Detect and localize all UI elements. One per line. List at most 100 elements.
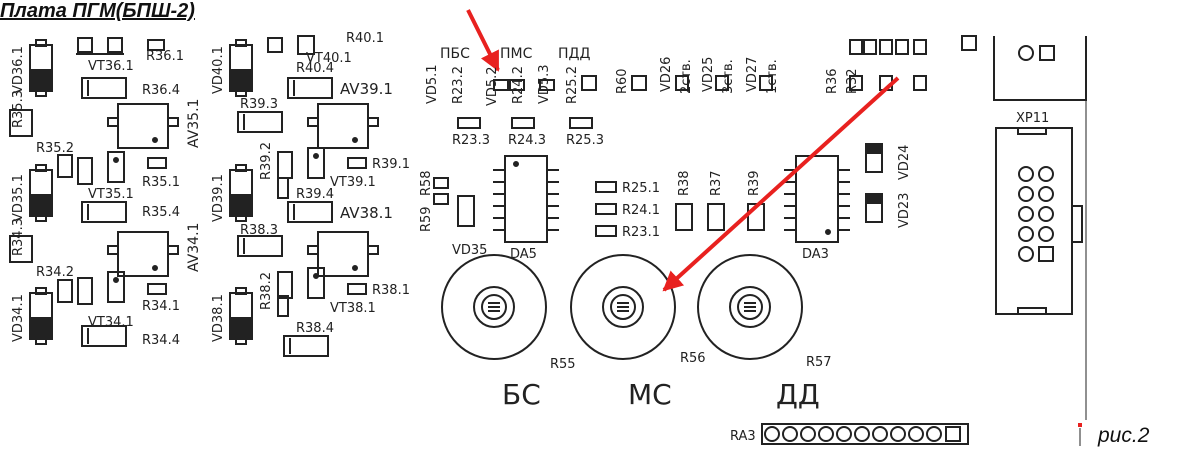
label-vd26: VD26 bbox=[659, 57, 674, 92]
av-block-39-1 bbox=[307, 103, 379, 149]
label-r38-1: R38.1 bbox=[372, 283, 410, 298]
center-parts bbox=[433, 143, 883, 237]
label-r38: R38 bbox=[677, 170, 692, 196]
label-r24-2: R24.2 bbox=[511, 66, 526, 104]
label-r35-2: R35.2 bbox=[36, 141, 74, 156]
ic-da3 bbox=[784, 155, 850, 243]
label-vd36-1: VD36.1 bbox=[11, 46, 26, 94]
connector-top bbox=[993, 36, 1087, 101]
connector-xp11 bbox=[995, 127, 1083, 315]
label-r34-3: R34.3 bbox=[11, 218, 26, 256]
left-diodes bbox=[29, 39, 253, 345]
small-parts bbox=[147, 39, 367, 317]
label-vd27: VD27 bbox=[745, 57, 760, 92]
label-r57: R57 bbox=[806, 355, 832, 370]
transistor-vt39-1 bbox=[277, 147, 325, 179]
annotation-arrows bbox=[466, 9, 1082, 427]
label-r32: R32 bbox=[845, 68, 860, 94]
pot-label-ms: МС bbox=[628, 378, 672, 411]
label-r38-3: R38.3 bbox=[240, 223, 278, 238]
top-row-parts bbox=[457, 39, 927, 129]
diode-vd40-1 bbox=[229, 39, 253, 97]
silkscreen-labels: ПБС ПМС ПДД БС МС ДД R55 R56 R57 R36.1 R… bbox=[11, 31, 1049, 444]
label-vd35-1: VD35.1 bbox=[11, 174, 26, 222]
label-vt34-1: VT34.1 bbox=[88, 315, 134, 330]
figure-label: рис.2 bbox=[1098, 424, 1150, 447]
label-r40-4: R40.4 bbox=[296, 61, 334, 76]
label-vd35: VD35 bbox=[452, 243, 487, 258]
red-arrow-to-vd5-2 bbox=[466, 9, 500, 72]
label-r39-1: R39.1 bbox=[372, 157, 410, 172]
label-r34-2: R34.2 bbox=[36, 265, 74, 280]
diode-vd34-1 bbox=[29, 287, 53, 345]
av-block-35-1 bbox=[107, 103, 179, 149]
label-vd5-1: VD5.1 bbox=[425, 64, 440, 104]
label-ra3: RA3 bbox=[730, 429, 756, 444]
board-title: Плата ПГМ(БПШ-2) bbox=[0, 0, 195, 22]
label-vd40-1: VD40.1 bbox=[211, 46, 226, 94]
label-r23-2: R23.2 bbox=[451, 66, 466, 104]
pot-label-bs: БС bbox=[502, 378, 541, 411]
label-av34-1: AV34.1 bbox=[186, 223, 202, 272]
label-r35-4: R35.4 bbox=[142, 205, 180, 220]
label-3stv: 3ств. bbox=[721, 59, 736, 94]
connectors bbox=[961, 35, 1087, 446]
transistor-vt38-1 bbox=[277, 267, 325, 299]
label-xp11: XP11 bbox=[1016, 111, 1049, 126]
av-blocks bbox=[107, 103, 379, 277]
potentiometer-r55 bbox=[441, 254, 547, 360]
potentiometer-r57 bbox=[697, 254, 803, 360]
label-r25-1: R25.1 bbox=[622, 181, 660, 196]
label-2stv: 2ств. bbox=[679, 59, 694, 94]
label-vt39-1: VT39.1 bbox=[330, 175, 376, 190]
red-arrow-to-r56 bbox=[662, 76, 900, 292]
label-r24-1: R24.1 bbox=[622, 203, 660, 218]
label-r34-4: R34.4 bbox=[142, 333, 180, 348]
label-av39-1: AV39.1 bbox=[340, 80, 393, 98]
label-r36-4: R36.4 bbox=[142, 83, 180, 98]
label-r23-3: R23.3 bbox=[452, 133, 490, 148]
label-r40-1: R40.1 bbox=[346, 31, 384, 46]
label-da5: DA5 bbox=[510, 247, 537, 262]
label-r25-3: R25.3 bbox=[566, 133, 604, 148]
label-r39-3: R39.3 bbox=[240, 97, 278, 112]
group-label-pms: ПМС bbox=[500, 46, 533, 62]
label-r59: R59 bbox=[419, 206, 434, 232]
label-vd25: VD25 bbox=[701, 57, 716, 92]
label-r36: R36 bbox=[825, 68, 840, 94]
label-r39-4: R39.4 bbox=[296, 187, 334, 202]
label-r25-2: R25.2 bbox=[565, 66, 580, 104]
label-r39: R39 bbox=[747, 170, 762, 196]
transistor-vt35-1 bbox=[77, 151, 125, 185]
label-r56: R56 bbox=[680, 351, 706, 366]
label-vd34-1: VD34.1 bbox=[11, 294, 26, 342]
label-r34-1: R34.1 bbox=[142, 299, 180, 314]
label-r38-4: R38.4 bbox=[296, 321, 334, 336]
label-vd23: VD23 bbox=[897, 193, 912, 228]
potentiometers bbox=[441, 254, 803, 360]
label-av35-1: AV35.1 bbox=[186, 99, 202, 148]
label-r39-2: R39.2 bbox=[259, 142, 274, 180]
pot-label-dd: ДД bbox=[776, 378, 820, 411]
diode-vd36-1 bbox=[29, 39, 53, 97]
label-vt35-1: VT35.1 bbox=[88, 187, 134, 202]
large-resistors bbox=[9, 77, 333, 357]
label-vt38-1: VT38.1 bbox=[330, 301, 376, 316]
label-vd5-2: VD5.2 bbox=[485, 66, 500, 106]
label-r37: R37 bbox=[709, 170, 724, 196]
label-r38-2: R38.2 bbox=[259, 272, 274, 310]
transistor-vt34-1 bbox=[77, 271, 125, 305]
label-r24-3: R24.3 bbox=[508, 133, 546, 148]
label-r60: R60 bbox=[615, 68, 630, 94]
label-r35-3: R35.3 bbox=[11, 90, 26, 128]
label-r58: R58 bbox=[419, 170, 434, 196]
group-label-pdd: ПДД bbox=[558, 46, 590, 62]
label-r55: R55 bbox=[550, 357, 576, 372]
label-r36-1: R36.1 bbox=[146, 49, 184, 64]
label-vd38-1: VD38.1 bbox=[211, 294, 226, 342]
label-r23-1: R23.1 bbox=[622, 225, 660, 240]
label-vd24: VD24 bbox=[897, 145, 912, 180]
label-av38-1: AV38.1 bbox=[340, 204, 393, 222]
ic-da5 bbox=[493, 155, 559, 243]
